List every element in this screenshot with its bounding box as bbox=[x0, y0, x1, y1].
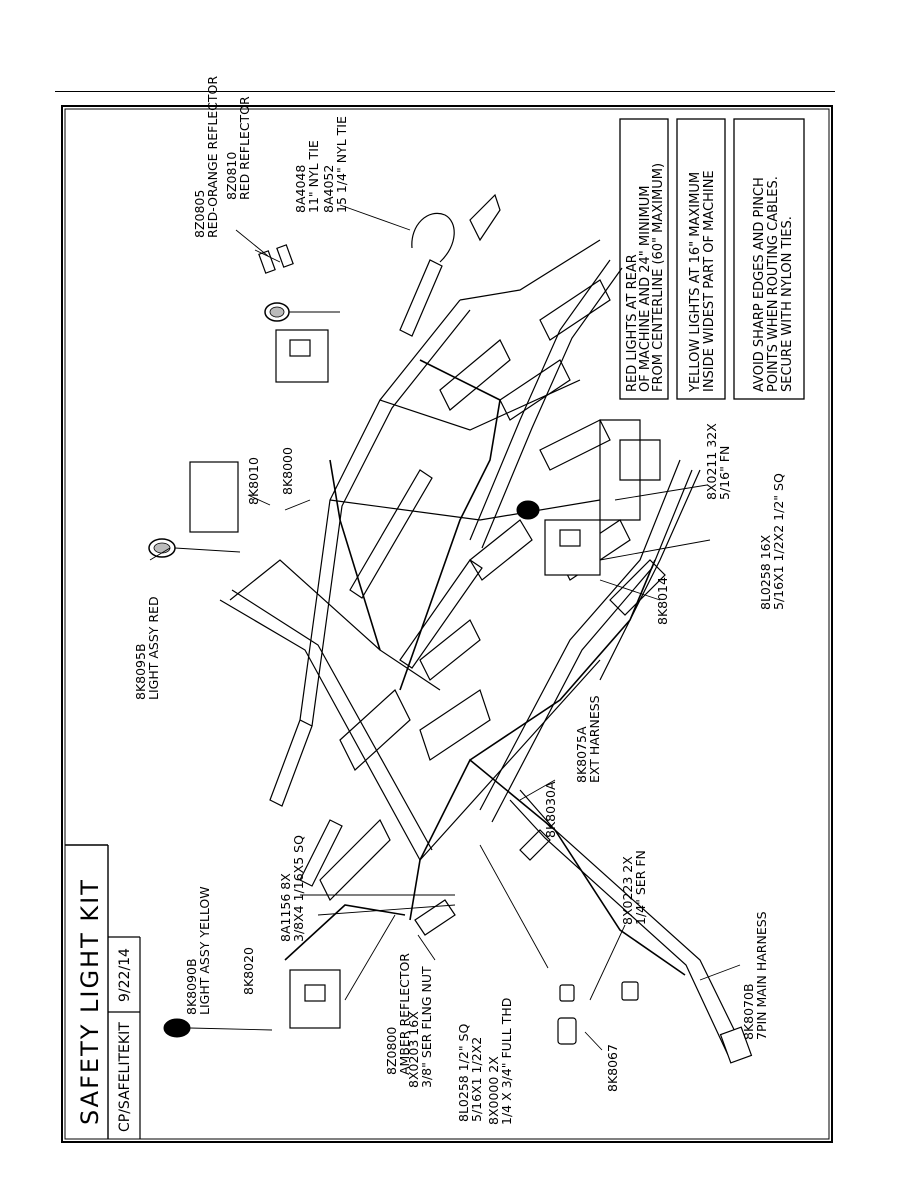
svg-text:8K8000: 8K8000 bbox=[280, 447, 295, 495]
note-red-lights: RED LIGHTS AT REAR OF MACHINE AND 24" MI… bbox=[625, 163, 666, 392]
label-thd-bolt: 8X0000 2X 1/4 X 3/4" FULL THD bbox=[486, 998, 514, 1125]
note-box-yellow-lights bbox=[676, 118, 726, 400]
label-nut-1-4: 8X0223 2X 1/4" SER FN bbox=[620, 850, 648, 925]
svg-text:8K8014: 8K8014 bbox=[655, 577, 670, 625]
light-red-top-icon bbox=[264, 302, 340, 383]
svg-text:3/8" SER FLNG NUT: 3/8" SER FLNG NUT bbox=[419, 966, 434, 1088]
svg-text:INSIDE WIDEST PART OF MACHINE: INSIDE WIDEST PART OF MACHINE bbox=[702, 170, 717, 392]
note-yellow-lights: YELLOW LIGHTS AT 16" MAXIMUM INSIDE WIDE… bbox=[688, 170, 717, 393]
label-light-red: 8K8095B LIGHT ASSY RED bbox=[133, 596, 161, 700]
label-ext-harness: 8K8075A EXT HARNESS bbox=[574, 695, 602, 783]
svg-text:8A1156 8X: 8A1156 8X bbox=[278, 873, 293, 942]
label-bracket-left: 8K8020 bbox=[241, 947, 256, 995]
svg-text:RED-ORANGE REFLECTOR: RED-ORANGE REFLECTOR bbox=[205, 76, 220, 238]
svg-text:8L0258 1/2" SQ: 8L0258 1/2" SQ bbox=[456, 1024, 471, 1122]
label-bracket-8000: 8K8000 bbox=[280, 447, 295, 495]
svg-text:AMBER REFLECTOR: AMBER REFLECTOR bbox=[397, 953, 412, 1075]
svg-text:SECURE WITH NYLON TIES.: SECURE WITH NYLON TIES. bbox=[780, 216, 795, 392]
svg-text:8K8095B: 8K8095B bbox=[133, 643, 148, 700]
svg-text:8X0000 2X: 8X0000 2X bbox=[486, 1056, 501, 1125]
svg-text:1/4 X 3/4" FULL THD: 1/4 X 3/4" FULL THD bbox=[499, 998, 514, 1125]
svg-text:8K8070B: 8K8070B bbox=[741, 983, 756, 1040]
svg-text:8K8075A: 8K8075A bbox=[574, 726, 589, 783]
svg-text:LIGHT ASSY RED: LIGHT ASSY RED bbox=[146, 596, 161, 700]
label-bracket-8014: 8K8014 bbox=[655, 577, 670, 625]
drawing-id: CP/SAFELITEKIT bbox=[117, 1022, 133, 1132]
red-orange-reflector-icon bbox=[258, 250, 276, 274]
svg-text:POINTS WHEN ROUTING CABLES.: POINTS WHEN ROUTING CABLES. bbox=[766, 176, 781, 392]
light-red-right-icon bbox=[516, 500, 601, 576]
svg-text:8L0258 16X: 8L0258 16X bbox=[758, 534, 773, 610]
svg-text:8K8090B: 8K8090B bbox=[184, 958, 199, 1015]
svg-text:AVOID SHARP EDGES AND PINCH: AVOID SHARP EDGES AND PINCH bbox=[752, 177, 767, 392]
harness-wires bbox=[284, 359, 686, 976]
label-bolt-5-16-right: 8L0258 16X 5/16X1 1/2X2 1/2" SQ bbox=[758, 473, 786, 610]
svg-text:3/8X4 1/16X5 SQ: 3/8X4 1/16X5 SQ bbox=[291, 835, 306, 942]
label-amber-reflector: 8Z0800 AMBER REFLECTOR bbox=[384, 953, 412, 1075]
svg-text:FROM CENTERLINE (60" MAXIMUM): FROM CENTERLINE (60" MAXIMUM) bbox=[651, 163, 666, 392]
label-fn-5-16: 8X0211 32X 5/16" FN bbox=[704, 423, 732, 500]
label-bracket-8010: 8K8010 bbox=[246, 457, 261, 505]
svg-text:5/16X1 1/2X2: 5/16X1 1/2X2 bbox=[469, 1037, 484, 1122]
label-bolt-5-16-left: 8L0258 1/2" SQ 5/16X1 1/2X2 bbox=[456, 1024, 484, 1122]
leader-lines bbox=[149, 204, 741, 1051]
label-flange-nut: 8X0203 16X 3/8" SER FLNG NUT bbox=[406, 966, 434, 1088]
note-box-red-lights bbox=[619, 118, 669, 400]
svg-text:1/4" SER FN: 1/4" SER FN bbox=[633, 850, 648, 925]
plug-icon bbox=[557, 981, 639, 1045]
svg-text:8K8010: 8K8010 bbox=[246, 457, 261, 505]
svg-text:RED REFLECTOR: RED REFLECTOR bbox=[237, 96, 252, 200]
svg-text:8X0203 16X: 8X0203 16X bbox=[406, 1011, 421, 1088]
label-bolt-3-8: 8A1156 8X 3/8X4 1/16X5 SQ bbox=[278, 835, 306, 942]
svg-text:8Z0800: 8Z0800 bbox=[384, 1027, 399, 1075]
svg-text:15 1/4" NYL TIE: 15 1/4" NYL TIE bbox=[334, 116, 349, 213]
label-light-yellow: 8K8090B LIGHT ASSY YELLOW bbox=[184, 886, 212, 1015]
machine-frame bbox=[219, 193, 753, 1064]
svg-text:8K8030A: 8K8030A bbox=[543, 781, 558, 838]
svg-text:8A4048: 8A4048 bbox=[293, 165, 308, 213]
svg-text:YELLOW LIGHTS AT 16" MAXIMUM: YELLOW LIGHTS AT 16" MAXIMUM bbox=[688, 172, 703, 393]
outer-frame bbox=[61, 105, 833, 1143]
light-red-left-icon bbox=[148, 461, 241, 558]
nylon-tie-icon bbox=[411, 212, 455, 263]
svg-text:5/16" FN: 5/16" FN bbox=[717, 446, 732, 500]
page-title: SAFETY LIGHT KIT bbox=[76, 878, 104, 1125]
label-nyl-tie-15: 8A4052 15 1/4" NYL TIE bbox=[321, 116, 349, 213]
svg-text:8K8020: 8K8020 bbox=[241, 947, 256, 995]
svg-text:OF MACHINE AND 24" MINIMUM: OF MACHINE AND 24" MINIMUM bbox=[638, 186, 653, 392]
svg-text:8X0211 32X: 8X0211 32X bbox=[704, 423, 719, 500]
note-cables: AVOID SHARP EDGES AND PINCH POINTS WHEN … bbox=[752, 176, 795, 392]
svg-text:8X0223 2X: 8X0223 2X bbox=[620, 856, 635, 925]
inner-frame bbox=[64, 108, 830, 1140]
label-nyl-tie-11: 8A4048 11" NYL TIE bbox=[293, 140, 321, 213]
svg-text:RED LIGHTS AT REAR: RED LIGHTS AT REAR bbox=[625, 254, 640, 392]
svg-text:LIGHT ASSY YELLOW: LIGHT ASSY YELLOW bbox=[197, 886, 212, 1015]
label-plug: 8K8067 bbox=[605, 1044, 620, 1092]
drawing-date: 9/22/14 bbox=[117, 948, 133, 1002]
svg-text:5/16X1 1/2X2 1/2" SQ: 5/16X1 1/2X2 1/2" SQ bbox=[771, 473, 786, 610]
svg-text:EXT HARNESS: EXT HARNESS bbox=[587, 695, 602, 783]
svg-text:8Z0805: 8Z0805 bbox=[192, 190, 207, 238]
label-red-orange-reflector: 8Z0805 RED-ORANGE REFLECTOR bbox=[192, 76, 220, 238]
label-red-reflector: 8Z0810 RED REFLECTOR bbox=[224, 96, 252, 200]
svg-text:7PIN MAIN HARNESS: 7PIN MAIN HARNESS bbox=[754, 911, 769, 1040]
svg-text:8K8067: 8K8067 bbox=[605, 1044, 620, 1092]
label-harness-30a: 8K8030A bbox=[543, 781, 558, 838]
svg-text:11" NYL TIE: 11" NYL TIE bbox=[306, 140, 321, 213]
svg-text:8Z0810: 8Z0810 bbox=[224, 152, 239, 200]
svg-text:8A4052: 8A4052 bbox=[321, 165, 336, 213]
top-rule bbox=[55, 91, 835, 92]
red-reflector-icon bbox=[276, 244, 294, 268]
light-yellow-icon bbox=[163, 969, 341, 1038]
note-box-cables bbox=[733, 118, 805, 400]
label-main-harness: 8K8070B 7PIN MAIN HARNESS bbox=[741, 911, 769, 1040]
